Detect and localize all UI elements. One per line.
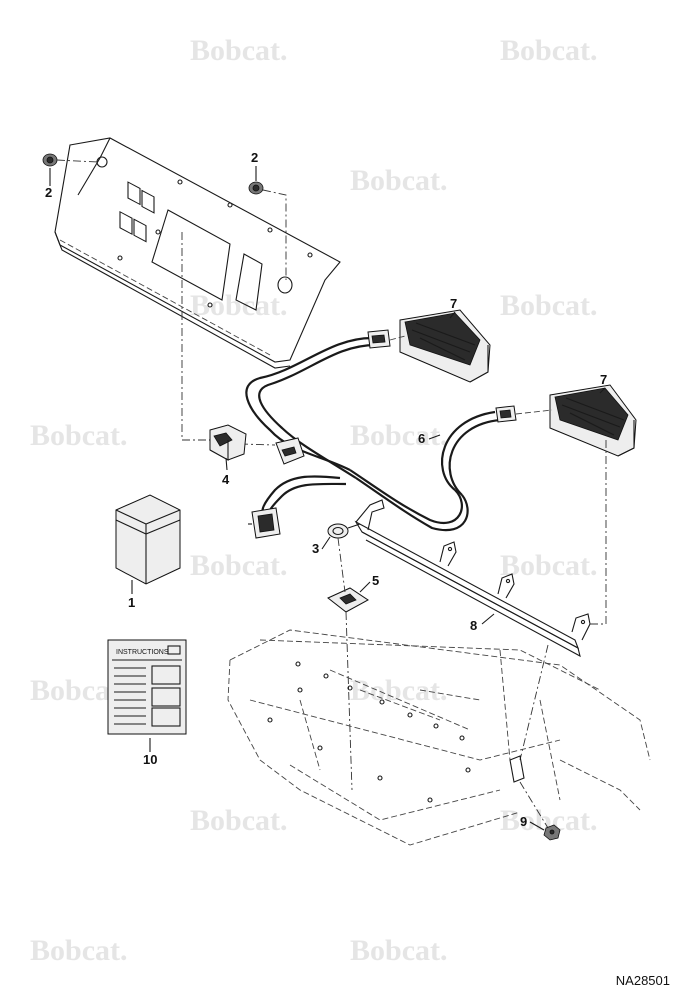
- work-light-right: [515, 384, 637, 457]
- callout-5: 5: [372, 573, 379, 588]
- watermark-text: Bobcat.: [30, 934, 128, 967]
- grommet-left: [42, 153, 58, 167]
- callout-10: 10: [143, 752, 157, 767]
- callout-2-left: 2: [45, 185, 52, 200]
- callout-7-left: 7: [450, 296, 457, 311]
- callout-6: 6: [418, 431, 425, 446]
- light-bracket: [354, 499, 591, 658]
- instructions-sheet: INSTRUCTIONS: [107, 639, 187, 735]
- watermark-text: Bobcat.: [350, 674, 448, 707]
- callout-labels: 2 2 4 7 7 6 3 5 1 8 10 9: [45, 150, 607, 831]
- machine-body: [227, 629, 651, 846]
- hex-nut: [543, 824, 561, 841]
- package-box: [115, 494, 181, 585]
- watermark-text: Bobcat.: [190, 549, 288, 582]
- watermark-text: Bobcat.: [350, 934, 448, 967]
- wire-harness: [245, 329, 517, 539]
- callout-1: 1: [128, 595, 135, 610]
- watermark-text: Bobcat.: [500, 549, 598, 582]
- callout-2-right: 2: [251, 150, 258, 165]
- callout-7-right: 7: [600, 372, 607, 387]
- document-id: NA28501: [615, 973, 670, 988]
- watermark-text: Bobcat.: [190, 34, 288, 67]
- watermark-layer: Bobcat. Bobcat. Bobcat. Bobcat. Bobcat. …: [30, 34, 598, 967]
- rocker-switch: [209, 424, 247, 461]
- watermark-text: Bobcat.: [350, 419, 448, 452]
- watermark-text: Bobcat.: [500, 34, 598, 67]
- bobcat-logo-watermark: Bobcat. Bobcat. Bobcat. Bobcat. Bobcat. …: [30, 34, 598, 967]
- watermark-text: Bobcat.: [30, 419, 128, 452]
- callout-3: 3: [312, 541, 319, 556]
- callout-9: 9: [520, 814, 527, 829]
- grommet-right: [248, 181, 264, 195]
- work-light-left: [389, 309, 491, 383]
- watermark-text: Bobcat.: [350, 164, 448, 197]
- instructions-label: INSTRUCTIONS: [116, 649, 169, 656]
- cable-clamp: [327, 523, 361, 539]
- watermark-text: Bobcat.: [190, 289, 288, 322]
- callout-4: 4: [222, 472, 230, 487]
- callout-8: 8: [470, 618, 477, 633]
- watermark-text: Bobcat.: [190, 804, 288, 837]
- mounting-panel: [54, 137, 341, 369]
- watermark-text: Bobcat.: [500, 289, 598, 322]
- cable-tie-mount: [327, 587, 369, 613]
